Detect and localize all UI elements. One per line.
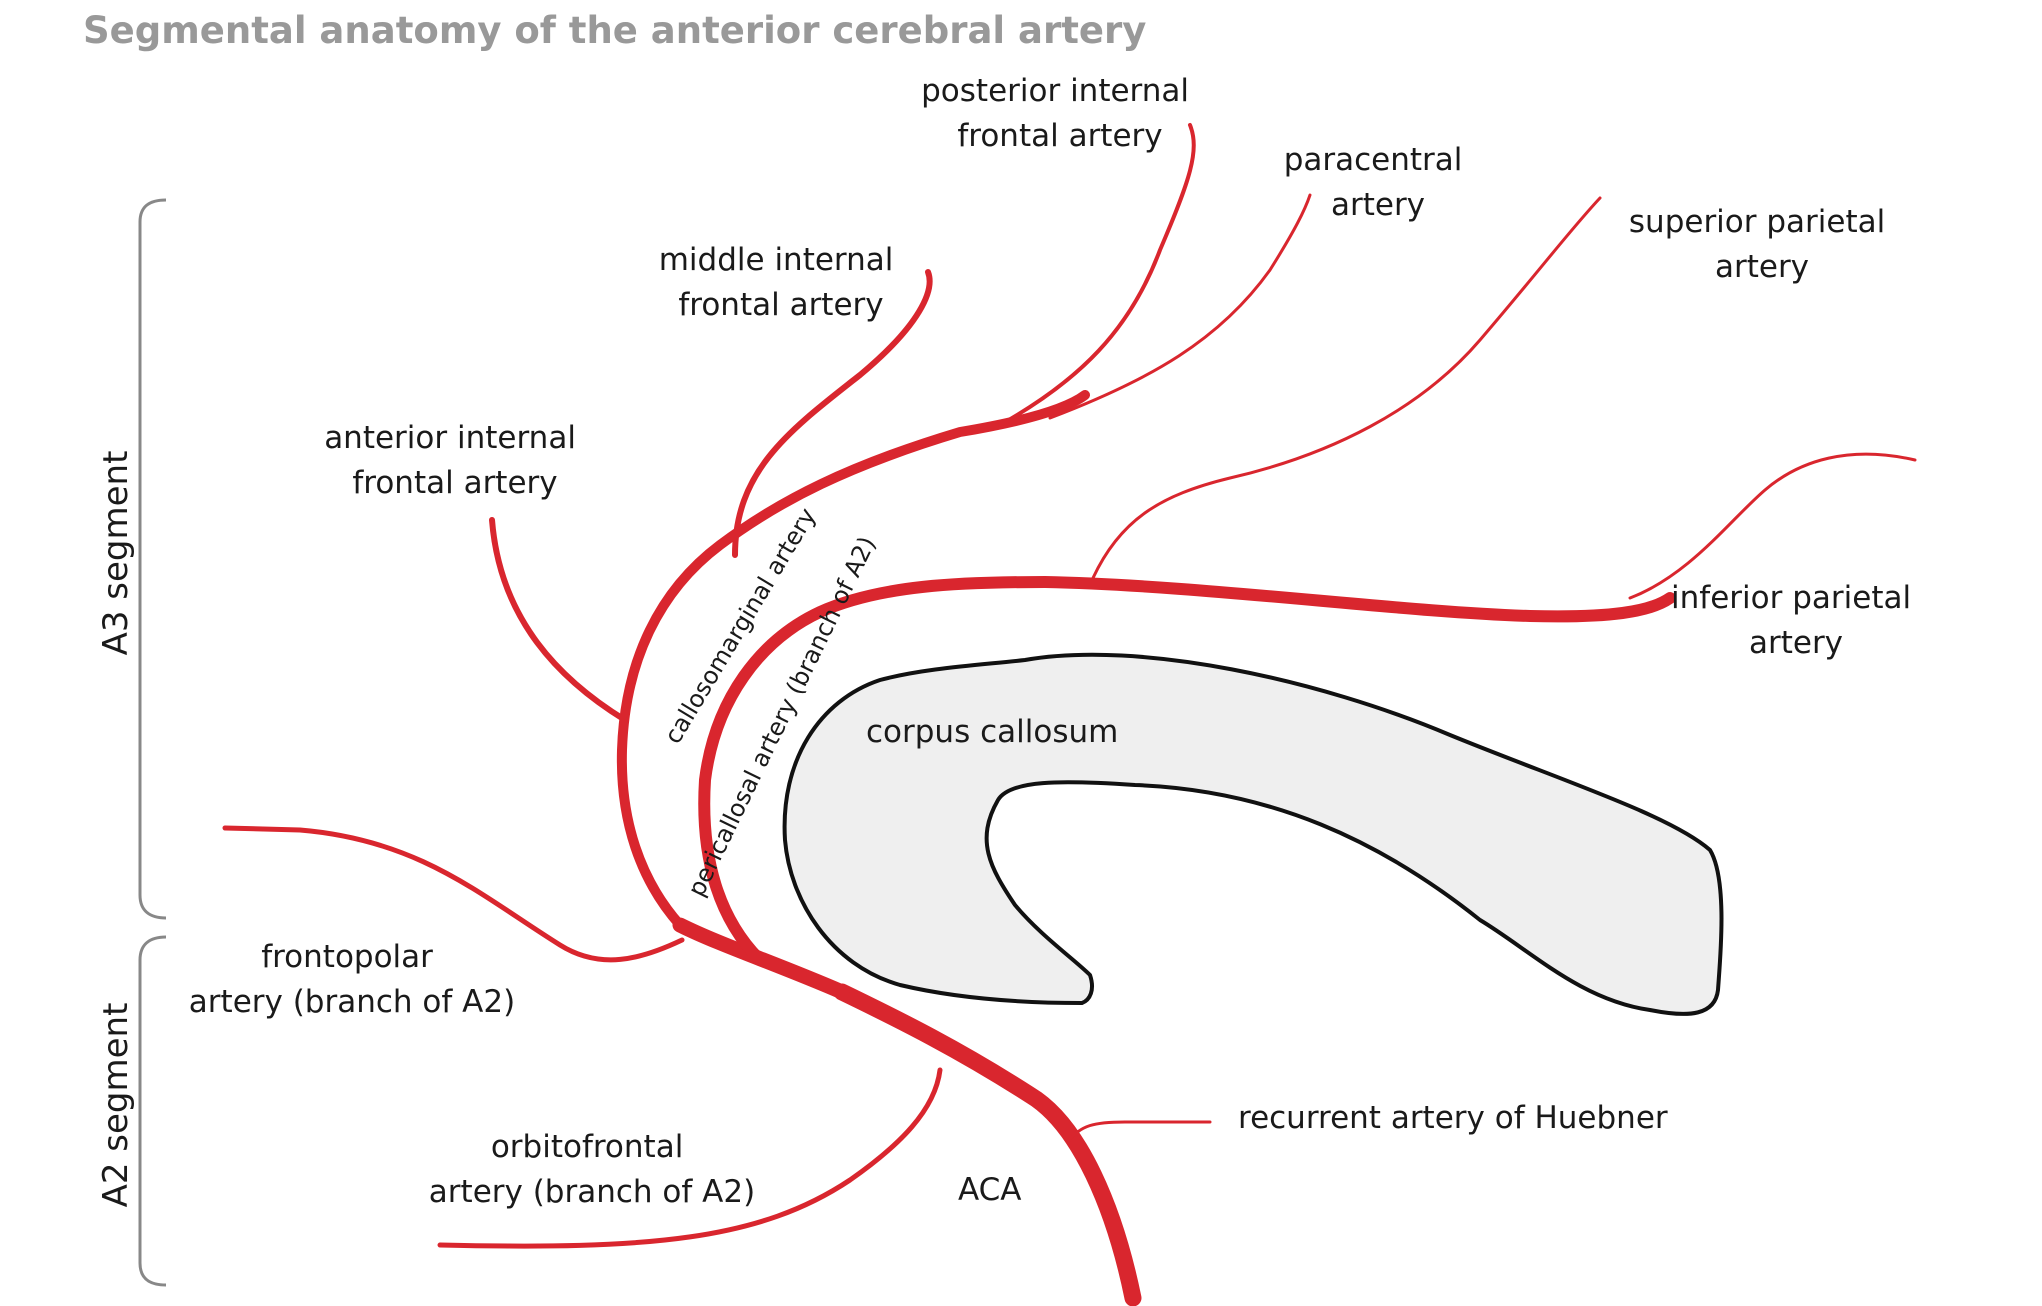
a2-segment-label: A2 segment — [96, 1003, 136, 1208]
a3-segment-bracket — [138, 198, 167, 920]
aca-trunk — [833, 983, 1142, 1306]
label-corpus-callosum: corpus callosum — [866, 714, 1118, 750]
a3-segment-label: A3 segment — [96, 451, 136, 656]
label-posterior-internal-frontal: posterior internal frontal artery — [921, 73, 1199, 154]
middle-internal-frontal-artery — [732, 269, 933, 558]
pericallosal-artery — [698, 576, 1676, 966]
orbitofrontal-artery — [437, 1067, 943, 1249]
a2-segment-bracket — [138, 935, 167, 1287]
recurrent-artery-of-huebner — [1066, 1120, 1212, 1144]
posterior-internal-frontal-artery — [998, 123, 1196, 427]
label-superior-parietal: superior parietal artery — [1629, 204, 1895, 285]
callosomarginal-artery — [616, 390, 1090, 930]
label-inferior-parietal: inferior parietal artery — [1671, 580, 1921, 661]
diagram-title: Segmental anatomy of the anterior cerebr… — [83, 9, 1146, 52]
label-paracentral: paracentral artery — [1284, 142, 1473, 223]
frontopolar-artery — [222, 825, 685, 963]
label-aca: ACA — [958, 1172, 1022, 1208]
label-anterior-internal-frontal: anterior internal frontal artery — [324, 420, 586, 501]
paracentral-artery — [1048, 193, 1312, 420]
label-recurrent-huebner: recurrent artery of Huebner — [1238, 1100, 1668, 1136]
corpus-callosum-shape — [782, 652, 1724, 1016]
label-frontopolar: frontopolar artery (branch of A2) — [189, 939, 515, 1020]
superior-parietal-artery — [1091, 196, 1602, 580]
label-orbitofrontal: orbitofrontal artery (branch of A2) — [429, 1129, 755, 1210]
anterior-internal-frontal-artery — [489, 517, 628, 723]
label-middle-internal-frontal: middle internal frontal artery — [659, 242, 904, 323]
inferior-parietal-artery — [1628, 452, 1917, 600]
